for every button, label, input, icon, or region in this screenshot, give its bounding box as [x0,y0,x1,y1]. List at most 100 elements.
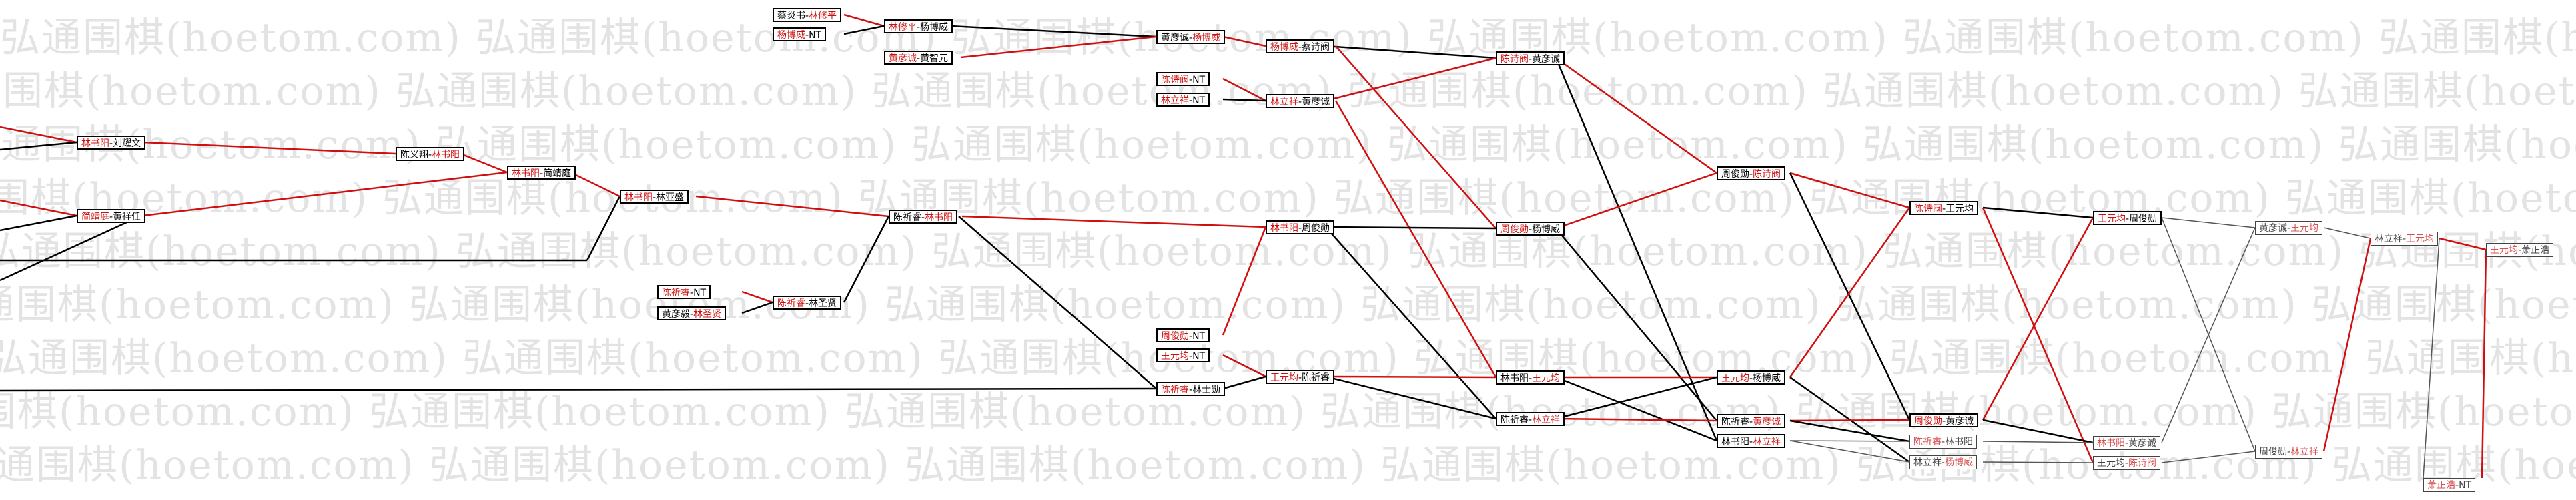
match-n38[interactable]: 王元均-陈诗阀 [2093,456,2161,470]
bracket-connector [1789,207,1911,378]
match-n05[interactable]: 黄彦诚-杨博威 [1156,30,1226,44]
player-name: 林书阳 [432,150,460,160]
bracket-connector [2323,227,2371,239]
bracket-connector [142,141,396,155]
match-n13[interactable]: 简靖庭-黄祥任 [77,209,146,223]
match-n29[interactable]: 林书阳-王元均 [1496,370,1565,385]
bracket-connector [843,216,890,303]
watermark-row: 弘通围棋(hoetom.com) 弘通围棋(hoetom.com) 弘通围棋(h… [0,15,2576,61]
player-name: 陈祈睿 [1302,372,1330,383]
match-n08[interactable]: 杨博威-蔡诗阀 [1266,39,1335,53]
bracket-connector [741,301,773,314]
bracket-connector [1789,419,1910,443]
match-n30[interactable]: 陈祈睿-林立祥 [1496,412,1565,426]
bracket-connector [1335,45,1496,229]
match-n33[interactable]: 林书阳-林立祥 [1717,434,1786,448]
match-n19[interactable]: 陈祈睿-林圣贤 [773,296,842,310]
match-n35[interactable]: 陈祈睿-林书阳 [1909,435,1978,449]
player-name: 陈祈睿 [1500,415,1529,425]
player-name: 林立祥 [2290,447,2319,457]
match-n39[interactable]: 黄彦诚-王元均 [2255,221,2323,235]
match-n31[interactable]: 王元均-杨博威 [1717,370,1786,385]
bracket-connector [2439,237,2487,251]
player-name: 周俊勋 [1161,331,1189,342]
bracket-connector [1789,172,1910,209]
match-n02[interactable]: 杨博威-NT [773,27,827,41]
bracket-connector [1555,376,1717,420]
player-name: 林书阳 [1721,437,1749,447]
bracket-connector [1325,226,1496,230]
player-name: 蔡炎书 [777,11,805,21]
match-n40[interactable]: 周俊勋-林立祥 [2255,445,2323,459]
match-n25[interactable]: 周俊勋-杨博威 [1496,222,1565,236]
match-n43[interactable]: 萧正浩-NT [2423,478,2476,492]
bracket-connector [0,141,77,151]
bracket-connector [0,387,1157,392]
bracket-connector [1555,57,1717,174]
player-name: 林立祥 [2375,234,2403,244]
match-n23[interactable]: 陈祈睿-林士勋 [1156,382,1226,396]
player-name: 黄彦诚 [2259,223,2287,234]
player-name: 陈祈睿 [1161,385,1189,395]
player-name: 陈祈睿 [662,288,690,298]
bracket-connector [695,195,889,218]
player-name: 陈祈睿 [893,212,921,223]
bracket-connector [1982,217,2094,421]
match-n24[interactable]: 王元均-陈祈睿 [1266,370,1335,384]
match-n22[interactable]: 王元均-NT [1156,348,1210,362]
match-n41[interactable]: 林立祥-王元均 [2371,232,2439,246]
match-n18[interactable]: 黄彦毅-林圣贤 [657,306,727,320]
bracket-connector [958,216,1157,389]
bracket-connector [1555,376,1717,442]
match-n20[interactable]: 林书阳-周俊勋 [1266,220,1335,234]
match-n37[interactable]: 林书阳-黄彦诚 [2093,436,2161,450]
player-name: 林立祥 [1913,457,1942,468]
match-n36[interactable]: 林立祥-杨博威 [1909,455,1978,469]
match-n01[interactable]: 蔡炎书-林修平 [773,8,842,22]
match-n28[interactable]: 王元均-周俊勋 [2093,211,2162,225]
player-name: 王元均 [1721,373,1749,384]
bracket-connector [1555,172,1717,230]
player-name: 林书阳 [1270,223,1298,234]
match-n11[interactable]: 林书阳-刘耀文 [77,136,146,150]
match-n04[interactable]: 黄彦诚-黄智元 [884,51,953,65]
match-n27[interactable]: 陈诗阀-王元均 [1909,201,1979,215]
bracket-connector [2322,238,2372,452]
bracket-connector [1982,206,2094,219]
watermark-row: 弘通围棋(hoetom.com) 弘通围棋(hoetom.com) 弘通围棋(h… [0,389,2576,435]
player-name: 王元均 [2097,458,2125,469]
match-n03[interactable]: 林修平-杨博威 [884,19,953,33]
match-n16[interactable]: 陈祈睿-林书阳 [889,210,958,224]
match-n26[interactable]: 周俊勋-陈诗阀 [1717,166,1786,180]
player-name: 杨博威 [1532,224,1561,235]
match-n09[interactable]: 林立祥-黄彦诚 [1266,94,1335,108]
player-name: 林亚盛 [656,192,685,203]
match-n10[interactable]: 陈诗阀-黄彦诚 [1496,51,1565,65]
match-n17[interactable]: 陈祈睿-NT [657,285,711,299]
player-name: 刘耀文 [113,138,141,149]
player-name: 林书阳 [1500,373,1529,384]
player-name: 王元均 [2098,214,2126,224]
player-name: 林修平 [889,22,917,33]
bracket-connector [1982,441,2094,443]
player-name: NT [2459,480,2472,491]
match-n42[interactable]: 王元均-萧正浩 [2486,243,2554,257]
player-name: 黄彦诚 [1753,417,1781,427]
bracket-connector [1789,419,1910,422]
player-name: 林书阳 [624,192,653,203]
match-n14[interactable]: 林书阳-简靖庭 [507,166,576,180]
match-n34[interactable]: 周俊勋-黄彦诚 [1909,413,1979,427]
player-name: 杨博威 [777,30,805,41]
match-n07[interactable]: 林立祥-NT [1156,93,1210,107]
bracket-connector [1982,207,2094,463]
player-name: 王元均 [1270,372,1298,383]
match-n15[interactable]: 林书阳-林亚盛 [620,190,689,204]
player-name: 杨博威 [1945,457,1974,468]
player-name: 黄彦诚 [1302,97,1330,107]
match-n21[interactable]: 周俊勋-NT [1156,328,1210,342]
match-n32[interactable]: 陈祈睿-黄彦诚 [1717,414,1786,428]
match-n06[interactable]: 陈诗阀-NT [1156,72,1210,86]
match-n12[interactable]: 陈义翔-林书阳 [396,147,465,161]
player-name: 周俊勋 [1302,223,1330,234]
